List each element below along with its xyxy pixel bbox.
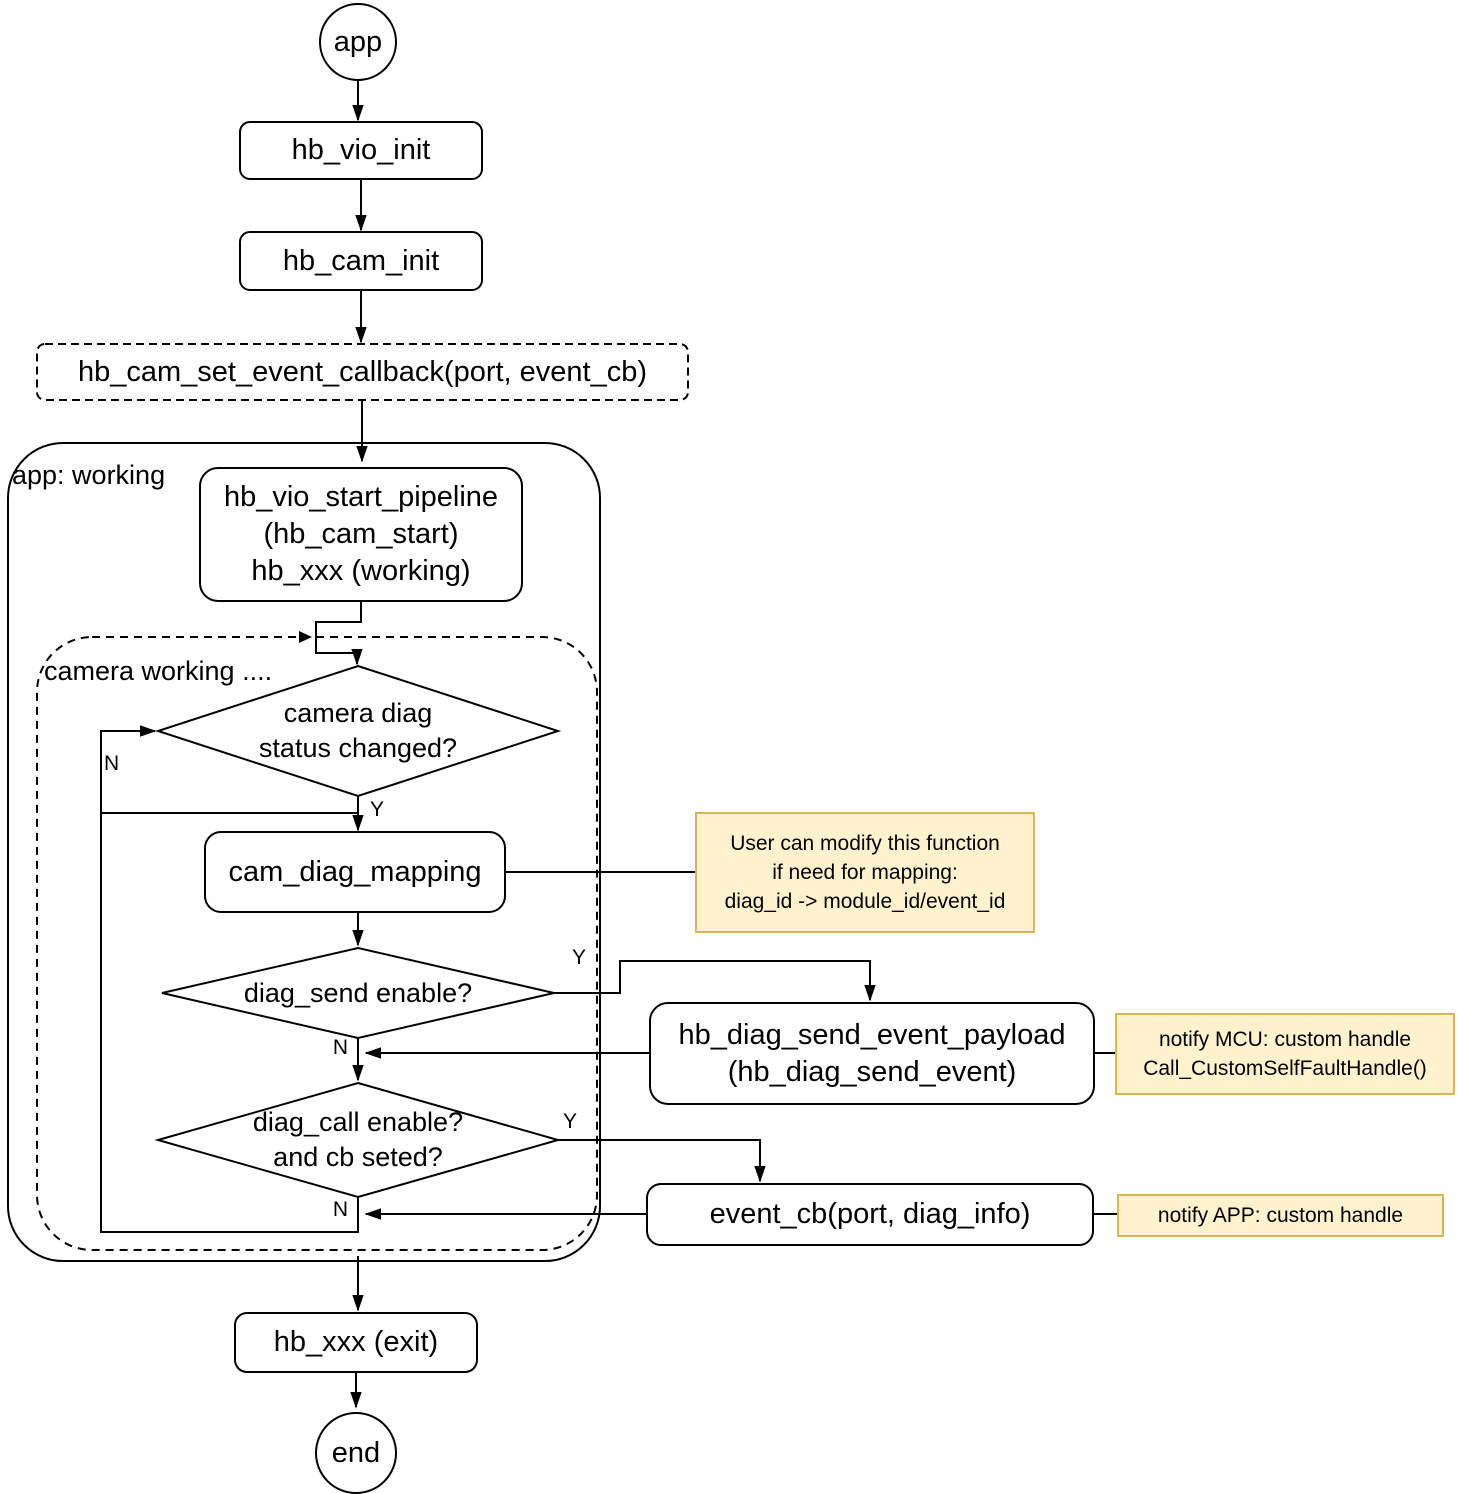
start-circle [319, 3, 397, 81]
node-cam-init: hb_cam_init [282, 244, 440, 277]
container-app-working [7, 442, 601, 1262]
note-mcu: notify MCU: custom handle Call_CustomSel… [1115, 1013, 1455, 1095]
diag-status-line2: status changed? [258, 733, 458, 763]
diag-status-line1: camera diag [283, 698, 433, 728]
end-label: end [331, 1436, 381, 1469]
end-circle [315, 1412, 397, 1494]
note-mapping-line3: diag_id -> module_id/event_id [724, 890, 1006, 913]
camera-working-label: camera working .... [44, 656, 273, 686]
node-pipeline: hb_vio_start_pipeline (hb_cam_start) hb_… [200, 468, 522, 601]
payload-line1: hb_diag_send_event_payload [678, 1018, 1066, 1051]
diag-call-line2: and cb seted? [273, 1142, 443, 1172]
decision-diag-send: diag_send enable? [243, 977, 473, 1008]
pipeline-line2: (hb_cam_start) [263, 518, 459, 550]
edge-diag-send-yes-to-payload [554, 960, 870, 1000]
app-working-label: app: working [12, 460, 166, 490]
pipeline-line1: hb_vio_start_pipeline [223, 481, 499, 513]
node-payload-shape [649, 1002, 1095, 1105]
edge-label-d3-no: N [332, 1198, 348, 1221]
node-cam-diag-mapping-shape [204, 831, 506, 913]
decision-diag-call: diag_call enable? and cb seted? [158, 1083, 558, 1197]
node-exit: hb_xxx (exit) [273, 1326, 439, 1358]
node-vio-init: hb_vio_init [291, 134, 431, 166]
note-app-line1: notify APP: custom handle [1157, 1204, 1404, 1227]
pipeline-line3: hb_xxx (working) [251, 555, 471, 587]
edges [100, 81, 1117, 1407]
decision-diag-status: camera diag status changed? [158, 666, 558, 796]
node-event-cb-shape [646, 1183, 1094, 1246]
node-pipeline-shape [199, 467, 523, 602]
node-vio-init-shape [239, 121, 483, 180]
note-app: notify APP: custom handle [1117, 1194, 1444, 1237]
edge-pipeline-to-diag-status [315, 601, 361, 664]
edge-label-d1-yes: Y [370, 798, 385, 821]
note-mapping-line2: if need for mapping: [772, 861, 958, 884]
node-event-cb: event_cb(port, diag_info) [709, 1198, 1031, 1230]
edge-diag-call-yes-to-event-cb [558, 1139, 760, 1181]
node-set-callback: hb_cam_set_event_callback(port, event_cb… [77, 355, 648, 388]
decision-diag-call-shape [154, 1081, 562, 1199]
edge-label-d2-yes: Y [572, 946, 587, 969]
diag-call-line1: diag_call enable? [252, 1107, 464, 1137]
note-mapping: User can modify this function if need fo… [695, 812, 1035, 933]
edge-label-d2-no: N [332, 1036, 348, 1059]
node-cam-init-shape [239, 231, 483, 291]
node-cam-diag-mapping: cam_diag_mapping [228, 855, 482, 888]
start-label: app [333, 25, 383, 58]
edge-label-d1-no: N [104, 752, 120, 775]
node-set-callback-shape [36, 343, 689, 401]
node-payload: hb_diag_send_event_payload (hb_diag_send… [650, 1003, 1094, 1104]
node-exit-shape [234, 1312, 478, 1373]
edge-border-arrowhead [299, 631, 312, 643]
note-mcu-line2: Call_CustomSelfFaultHandle() [1143, 1057, 1427, 1080]
edge-label-d3-yes: Y [563, 1110, 578, 1133]
note-mapping-line1: User can modify this function [730, 832, 1000, 855]
edge-loop-back-to-diag-status [100, 731, 359, 1233]
decision-diag-status-shape [154, 664, 562, 798]
note-mcu-line1: notify MCU: custom handle [1158, 1028, 1412, 1051]
payload-line2: (hb_diag_send_event) [727, 1055, 1017, 1088]
decision-diag-send-shape [161, 946, 555, 1040]
